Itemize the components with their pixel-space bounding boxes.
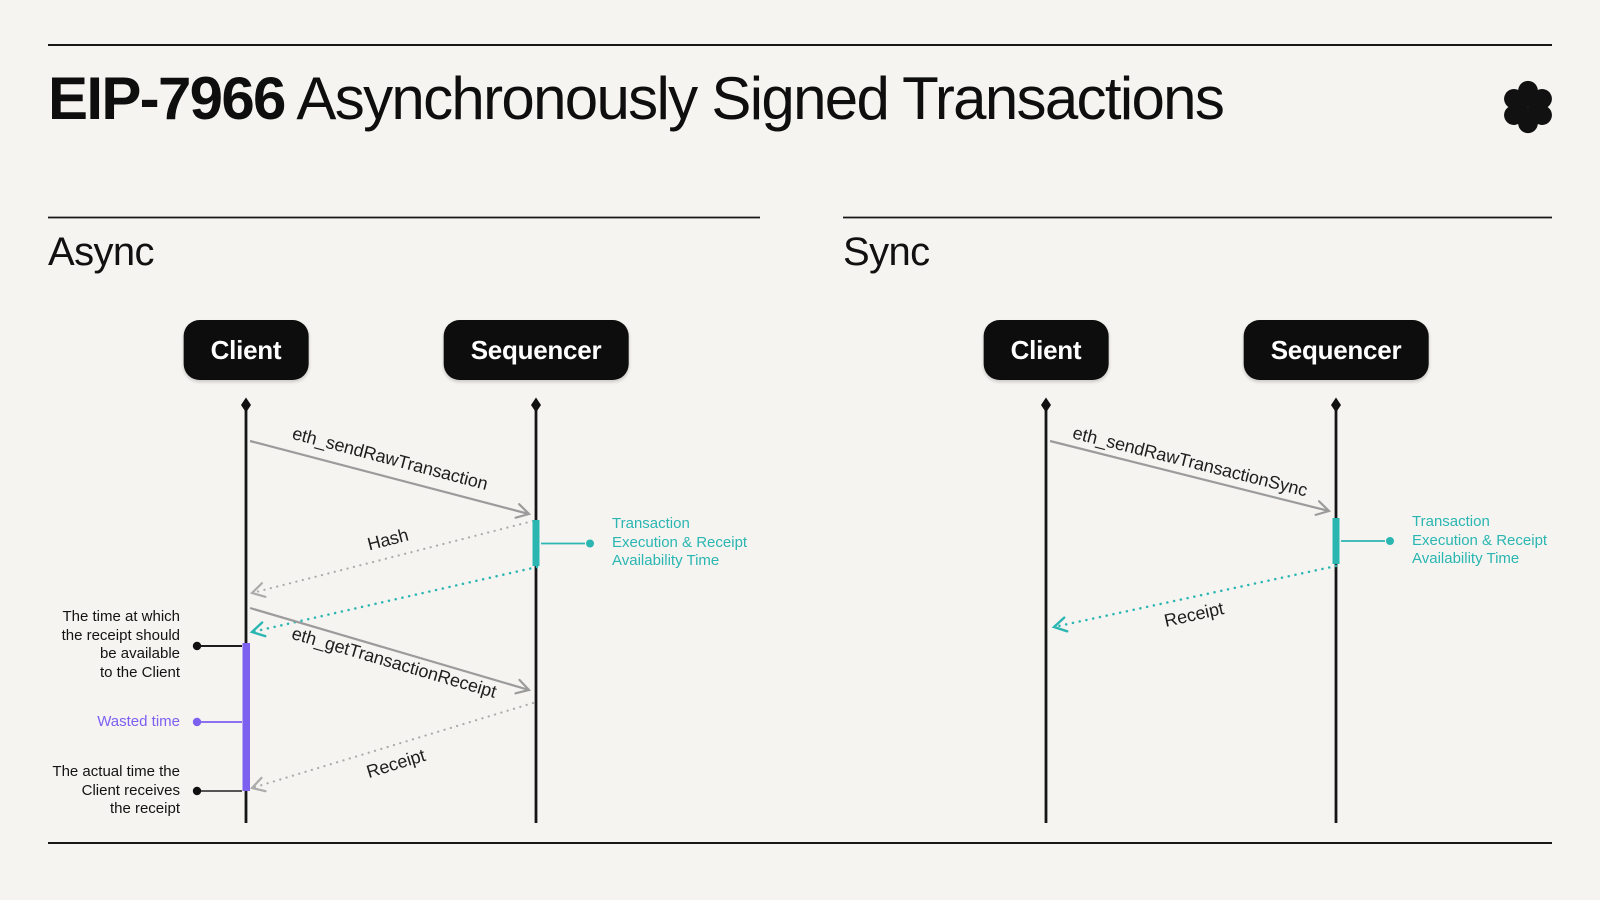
annotation-receipt-should-be-available: The time at which the receipt should be … bbox=[61, 608, 180, 682]
wasted-time-dot bbox=[192, 717, 202, 727]
sync-sequencer-pill: Sequencer bbox=[1243, 320, 1429, 380]
async-execution-note-dot bbox=[586, 539, 594, 548]
annotation-wasted-time: Wasted time bbox=[97, 713, 180, 730]
async-receipt-ready-arrow bbox=[249, 565, 539, 638]
async-client-pill: Client bbox=[183, 320, 309, 380]
sync-client-pill: Client bbox=[983, 320, 1109, 380]
async-receipt-arrow bbox=[249, 701, 535, 793]
sync-receipt-arrow bbox=[1051, 564, 1338, 633]
flower-logo-icon bbox=[1504, 80, 1552, 134]
sync-panel-heading: Sync bbox=[843, 230, 930, 274]
async-send-arrow bbox=[249, 439, 532, 519]
actual-receipt-dot bbox=[192, 786, 202, 796]
lifeline-diamond bbox=[531, 397, 541, 413]
async-sequencer-activation-bar bbox=[532, 520, 540, 566]
sync-execution-note-dot bbox=[1386, 537, 1394, 545]
annotation-actual-receipt-time: The actual time the Client receives the … bbox=[52, 763, 180, 818]
page-title-rest: Asynchronously Signed Transactions bbox=[284, 65, 1224, 132]
lifeline-diamond bbox=[1041, 397, 1051, 413]
page-title: EIP-7966 Asynchronously Signed Transacti… bbox=[48, 64, 1225, 133]
async-get-receipt-arrow bbox=[249, 606, 532, 695]
async-wasted-time-bar bbox=[242, 643, 250, 791]
receipt-should-dot bbox=[192, 641, 202, 651]
sync-send-arrow bbox=[1049, 439, 1332, 516]
async-panel-heading: Async bbox=[48, 230, 155, 274]
async-sequencer-pill: Sequencer bbox=[443, 320, 629, 380]
sync-execution-note: Transaction Execution & Receipt Availabi… bbox=[1412, 513, 1548, 567]
lifeline-diamond bbox=[241, 397, 251, 413]
lifeline-diamond bbox=[1331, 397, 1341, 413]
sync-sequencer-activation-bar bbox=[1332, 518, 1340, 564]
async-execution-note: Transaction Execution & Receipt Availabi… bbox=[612, 515, 748, 569]
async-hash-arrow bbox=[249, 519, 535, 598]
page-title-strong: EIP-7966 bbox=[48, 65, 286, 132]
